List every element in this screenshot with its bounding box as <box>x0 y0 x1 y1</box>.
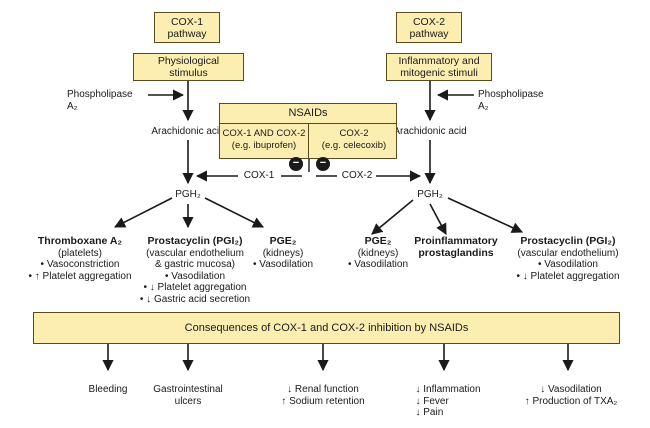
consequences-box: Consequences of COX-1 and COX-2 inhibiti… <box>33 312 620 344</box>
product-detail: (vascular endothelium & gastric mucosa) … <box>139 247 251 305</box>
product-name: Thromboxane A₂ <box>37 235 123 247</box>
cox2-phospholipase: Phospholipase A₂ <box>478 89 544 112</box>
arrow-pgh2-to-pge2-1 <box>204 197 265 228</box>
product-detail: (vascular endothelium) • Vasodilation • … <box>516 247 620 282</box>
product-name: PGE₂ <box>269 235 297 247</box>
cox1-stimulus-box: Physiological stimulus <box>133 53 244 81</box>
product-name: Prostacyclin (PGI₂) <box>520 235 616 247</box>
product-name: PGE₂ <box>364 235 392 247</box>
cox2-enzyme-label: COX-2 <box>341 170 373 181</box>
product-detail: (kidneys) • Vasodilation <box>347 247 409 271</box>
nsaids-box: NSAIDs COX-1 AND COX-2 (e.g. ibuprofen) … <box>219 103 397 159</box>
product-name: Prostacyclin (PGI₂) <box>147 235 243 247</box>
inhibit-icon-left: − <box>289 157 303 171</box>
arrow-pgh2-to-proinflammatory <box>429 203 447 235</box>
product-prostacyclin-1: Prostacyclin (PGI₂) (vascular endotheliu… <box>139 235 251 305</box>
inhibit-icon-right: − <box>316 157 330 171</box>
consequence-vasodilation: ↓ Vasodilation ↑ Production of TXA₂ <box>524 384 618 407</box>
cox2-pgh2: PGH₂ <box>417 189 443 200</box>
cox1-pgh2: PGH₂ <box>175 189 201 200</box>
product-pge2-1: PGE₂ (kidneys) • Vasodilation <box>252 235 314 271</box>
cox1-pathway-box: COX-1 pathway <box>154 12 220 43</box>
nsaids-left-cell: COX-1 AND COX-2 (e.g. ibuprofen) <box>220 124 309 159</box>
product-thromboxane: Thromboxane A₂ (platelets) • Vasoconstri… <box>28 235 132 282</box>
product-detail: (kidneys) • Vasodilation <box>252 247 314 271</box>
cox1-phospholipase: Phospholipase A₂ <box>67 89 133 112</box>
cox1-arachidonic-acid: Arachidonic acid <box>151 126 225 137</box>
cox2-stimulus-box: Inflammatory and mitogenic stimuli <box>386 53 492 81</box>
nsaids-right-cell: COX-2 (e.g. celecoxib) <box>321 128 387 151</box>
product-pge2-2: PGE₂ (kidneys) • Vasodilation <box>347 235 409 271</box>
consequence-inflammation: ↓ Inflammation ↓ Fever ↓ Pain <box>415 384 481 418</box>
cox2-arachidonic-acid: Arachidonic acid <box>393 126 467 137</box>
arrow-pgh2-to-prostacyclin-2 <box>447 197 524 233</box>
cox2-pathway-box: COX-2 pathway <box>396 12 462 43</box>
product-name: Proinflammatory prostaglandins <box>414 235 498 259</box>
nsaids-header: NSAIDs <box>220 104 396 124</box>
product-prostacyclin-2: Prostacyclin (PGI₂) (vascular endotheliu… <box>516 235 620 282</box>
product-detail: (platelets) • Vasoconstriction • ↑ Plate… <box>28 247 132 282</box>
consequence-renal: ↓ Renal function ↑ Sodium retention <box>281 384 365 407</box>
arrow-pgh2-to-pge2-2 <box>371 199 414 235</box>
arrow-pgh2-to-thromboxane <box>114 197 173 228</box>
consequence-gi-ulcers: Gastrointestinal ulcers <box>153 384 223 407</box>
product-proinflammatory: Proinflammatory prostaglandins <box>414 235 498 259</box>
cox1-enzyme-label: COX-1 <box>243 170 275 181</box>
consequence-bleeding: Bleeding <box>88 384 128 395</box>
